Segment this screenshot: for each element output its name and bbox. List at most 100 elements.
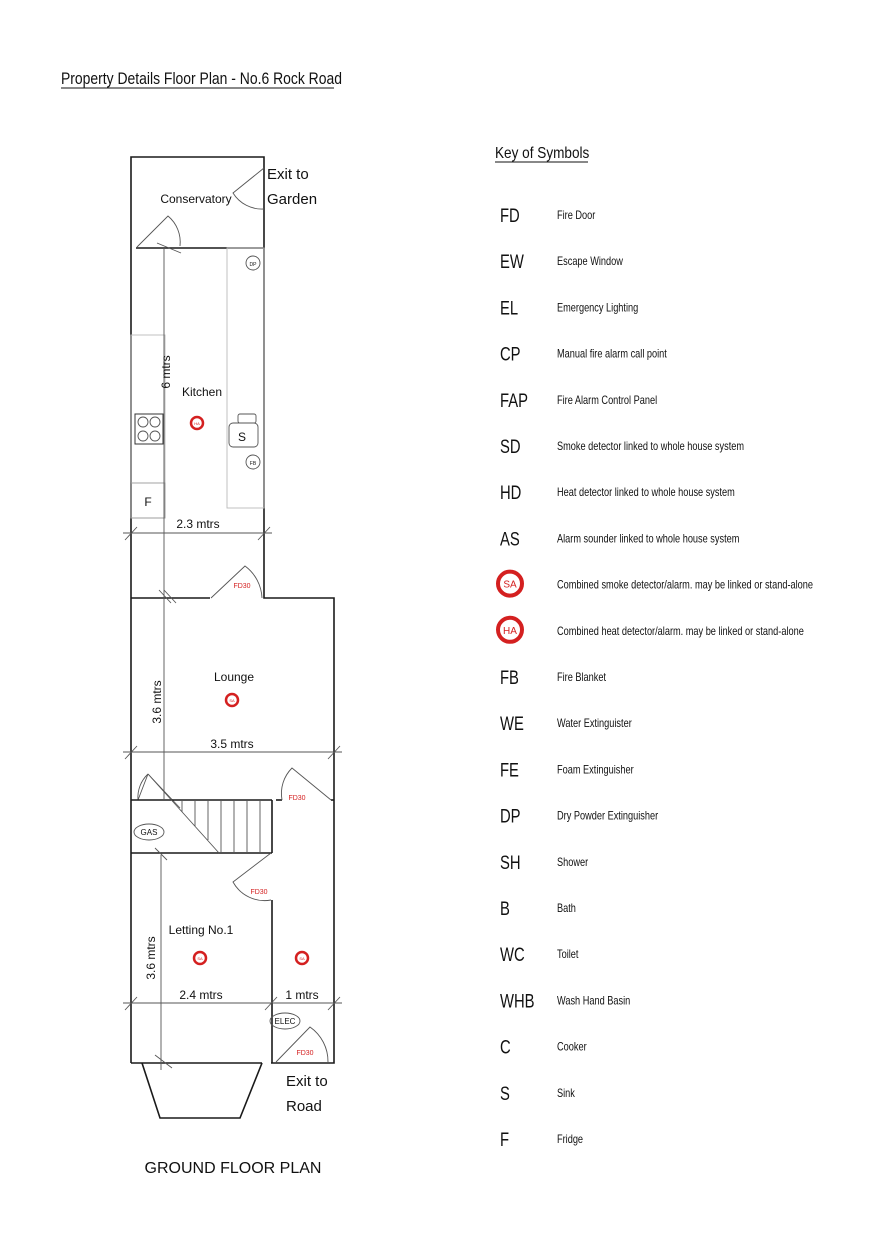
key-item: B Bath xyxy=(500,898,576,919)
dimension-lines xyxy=(123,242,342,1070)
gas-meter-icon xyxy=(133,823,165,841)
dp-label: DP xyxy=(250,262,258,268)
sink-label: S xyxy=(238,430,246,444)
electric-meter-icon xyxy=(269,1012,301,1030)
key-code: WC xyxy=(500,944,525,965)
door-garden xyxy=(232,167,265,210)
key-label: Toilet xyxy=(557,949,579,961)
key-label: Manual fire alarm call point xyxy=(557,349,667,361)
staircase xyxy=(147,773,261,854)
key-code: FE xyxy=(500,760,519,781)
key-label: Foam Extinguisher xyxy=(557,765,634,777)
room-letting: Letting No.1 xyxy=(169,923,234,937)
key-code: AS xyxy=(500,529,520,550)
letting-width: 2.4 mtrs xyxy=(179,988,222,1002)
exit-garden-line1: Exit to xyxy=(267,166,309,183)
smoke-alarm-icon: SA xyxy=(224,692,240,708)
key-label: Wash Hand Basin xyxy=(557,996,630,1008)
room-lounge: Lounge xyxy=(214,670,254,684)
key-label: Water Extinguister xyxy=(557,718,632,730)
fb-label: FB xyxy=(250,461,257,467)
room-conservatory: Conservatory xyxy=(160,192,231,206)
key-code: EW xyxy=(500,251,524,272)
door-hall-fd30 xyxy=(280,767,332,801)
smoke-alarm-icon xyxy=(496,569,524,598)
fridge-label: F xyxy=(144,495,151,509)
key-item: WE Water Extinguister xyxy=(500,713,632,734)
key-item: F Fridge xyxy=(500,1129,583,1150)
key-item: AS Alarm sounder linked to whole house sy… xyxy=(500,529,739,550)
smoke-alarm-icon: SA xyxy=(294,950,310,966)
key-code: F xyxy=(500,1129,509,1150)
counter-right xyxy=(226,247,265,509)
key-label: Fire Door xyxy=(557,210,596,222)
key-label: Fridge xyxy=(557,1134,583,1146)
fd30-label: FD30 xyxy=(288,795,305,802)
key-code: HD xyxy=(500,482,521,503)
room-kitchen: Kitchen xyxy=(182,385,222,399)
key-label: Heat detector linked to whole house syst… xyxy=(557,487,735,499)
fridge-box xyxy=(130,482,166,519)
key-code: FD xyxy=(500,205,520,226)
key-code: EL xyxy=(500,298,518,319)
key-item: EL Emergency Lighting xyxy=(500,298,638,319)
key-label: Smoke detector linked to whole house sys… xyxy=(557,441,744,453)
heat-alarm-icon xyxy=(496,615,524,644)
key-code: SH xyxy=(500,852,521,873)
page-title: Property Details Floor Plan - No.6 Rock … xyxy=(61,70,342,89)
key-code: B xyxy=(500,898,510,919)
key-code: WHB xyxy=(500,991,535,1012)
key-label: Fire Blanket xyxy=(557,672,606,684)
hall-width: 1 mtrs xyxy=(285,988,318,1002)
fd30-label: FD30 xyxy=(296,1050,313,1057)
dry-powder-extinguisher-icon xyxy=(245,255,261,271)
key-item: WC Toilet xyxy=(500,944,579,965)
outer-wall xyxy=(130,156,335,1064)
heat-alarm-icon: HA xyxy=(189,415,205,431)
sink-icon xyxy=(228,422,259,448)
key-label: Combined smoke detector/alarm. may be li… xyxy=(557,580,813,592)
key-code: SD xyxy=(500,436,521,457)
plan-label: GROUND FLOOR PLAN xyxy=(145,1160,322,1177)
sink-drainer xyxy=(237,413,257,424)
key-code: WE xyxy=(500,713,524,734)
bay-window xyxy=(141,1062,263,1119)
key-label: Cooker xyxy=(557,1042,587,1054)
fire-blanket-icon xyxy=(245,454,261,470)
key-code: FAP xyxy=(500,390,528,411)
lounge-width: 3.5 mtrs xyxy=(210,737,253,751)
exit-road-line1: Exit to xyxy=(286,1073,328,1090)
key-code: SA xyxy=(503,580,517,591)
key-code: DP xyxy=(500,806,521,827)
exit-road-line2: Road xyxy=(286,1098,322,1115)
gas-label: GAS xyxy=(141,828,158,837)
kitchen-width: 2.3 mtrs xyxy=(176,517,219,531)
key-item: FE Foam Extinguisher xyxy=(500,760,634,781)
key-label: Alarm sounder linked to whole house syst… xyxy=(557,534,739,546)
cooker-icon xyxy=(134,413,164,445)
key-item: WHB Wash Hand Basin xyxy=(500,991,630,1012)
key-label: Bath xyxy=(557,903,576,915)
exit-garden-line2: Garden xyxy=(267,191,317,208)
kitchen-length: 6 mtrs xyxy=(159,355,173,388)
ha-label: HA xyxy=(194,421,200,426)
door-lounge-fd30 xyxy=(210,565,263,599)
key-label: Escape Window xyxy=(557,256,623,268)
lounge-length: 3.6 mtrs xyxy=(150,680,164,723)
key-label: Sink xyxy=(557,1088,576,1100)
key-item: SA Combined smoke detector/alarm. may be … xyxy=(496,569,813,598)
key-label: Emergency Lighting xyxy=(557,303,638,315)
floor-plan: F S DP FB 6 mtrs 2.3 mtrs 3.6 mtrs 3.5 m… xyxy=(123,156,342,1119)
elec-label: ELEC xyxy=(275,1017,296,1026)
key-item: FD Fire Door xyxy=(500,205,596,226)
key-item: HD Heat detector linked to whole house sy… xyxy=(500,482,735,503)
